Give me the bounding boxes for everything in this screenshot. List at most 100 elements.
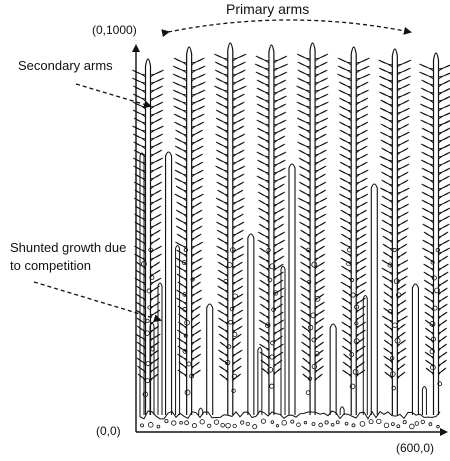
secondary-arm: [274, 216, 284, 223]
secondary-arm: [151, 246, 162, 253]
secondary-arm: [356, 178, 367, 185]
secondary-arm: [297, 102, 310, 109]
secondary-arm: [315, 286, 325, 293]
secondary-arm: [259, 256, 269, 263]
secondary-arm: [192, 130, 203, 137]
secondary-arm: [133, 86, 145, 93]
secondary-arm: [217, 182, 228, 189]
shunted-dendrite: [166, 152, 172, 415]
secondary-arm: [192, 290, 202, 297]
secondary-arm: [216, 102, 228, 109]
secondary-arm: [233, 70, 246, 77]
primary-dendrite-arm: [310, 43, 315, 415]
secondary-arm: [439, 352, 448, 359]
secondary-arm: [315, 118, 328, 125]
secondary-arm: [422, 184, 434, 191]
shunted-growth-label-line2: to competition: [10, 258, 91, 273]
secondary-arm: [439, 288, 448, 295]
secondary-arm: [192, 330, 201, 337]
secondary-arm: [151, 110, 164, 117]
secondary-arm: [257, 176, 269, 183]
secondary-arm: [397, 188, 409, 195]
secondary-arm: [219, 366, 228, 373]
secondary-arm: [384, 300, 393, 307]
secondary-arm: [255, 64, 269, 71]
secondary-arm: [421, 96, 433, 103]
secondary-arm: [219, 358, 228, 365]
shunted-dendrite: [258, 347, 262, 415]
secondary-arm: [216, 94, 228, 101]
base-grain: [377, 419, 382, 424]
secondary-arm: [385, 364, 393, 371]
shunted-dendrite: [289, 164, 295, 415]
secondary-arm: [132, 126, 145, 133]
secondary-arm: [422, 136, 434, 143]
secondary-arm: [439, 312, 448, 319]
secondary-arm: [424, 264, 434, 271]
secondary-arm: [217, 254, 228, 261]
secondary-arm: [274, 64, 288, 71]
base-grain: [180, 421, 183, 424]
secondary-arm: [233, 110, 245, 117]
secondary-arm: [192, 218, 203, 225]
secondary-arm: [233, 350, 242, 357]
secondary-arm: [274, 232, 285, 239]
secondary-arm: [439, 120, 450, 127]
secondary-arm: [339, 106, 351, 113]
base-grain: [148, 422, 153, 427]
secondary-arm: [300, 286, 310, 293]
secondary-arm: [151, 230, 161, 237]
base-grain: [312, 422, 315, 425]
secondary-arm: [315, 374, 322, 381]
secondary-arm: [274, 168, 286, 175]
secondary-arm: [192, 362, 200, 369]
secondary-arm: [151, 262, 160, 269]
secondary-arm: [439, 152, 450, 159]
secondary-arm: [315, 166, 326, 173]
secondary-arm: [356, 170, 368, 177]
secondary-arm: [233, 78, 245, 85]
secondary-arm: [274, 280, 283, 287]
secondary-arm: [315, 126, 327, 133]
secondary-arm: [175, 178, 187, 185]
secondary-arm: [217, 246, 228, 253]
secondary-arm: [439, 160, 450, 167]
secondary-arm: [356, 354, 364, 361]
secondary-arm: [174, 114, 187, 121]
secondary-arm: [151, 222, 162, 229]
secondary-arm: [298, 126, 310, 133]
secondary-arm: [439, 136, 450, 143]
secondary-arm: [173, 74, 187, 81]
secondary-arm: [192, 170, 204, 177]
secondary-arm: [257, 112, 269, 119]
secondary-arm: [315, 174, 325, 181]
secondary-arm: [342, 306, 351, 313]
secondary-arm: [233, 318, 242, 325]
secondary-arm: [214, 86, 227, 93]
secondary-arm: [356, 258, 366, 265]
secondary-arm: [297, 86, 311, 93]
secondary-arm: [397, 340, 405, 347]
secondary-arm: [356, 98, 368, 105]
secondary-arm: [274, 208, 285, 215]
secondary-arm: [301, 262, 311, 269]
base-grain: [319, 423, 323, 427]
secondary-arm: [382, 276, 392, 283]
secondary-arm: [297, 118, 310, 125]
secondary-arm: [439, 72, 450, 79]
secondary-arm: [192, 234, 202, 241]
secondary-arm: [439, 168, 450, 175]
globule: [270, 384, 274, 388]
secondary-arm: [192, 186, 203, 193]
base-grain: [246, 422, 249, 425]
secondary-arm: [217, 126, 228, 133]
secondary-arm: [274, 144, 285, 151]
secondary-arm: [439, 80, 450, 87]
secondary-arm: [233, 230, 244, 237]
secondary-arm: [176, 210, 186, 217]
secondary-arm: [260, 312, 269, 319]
secondary-arm: [257, 168, 269, 175]
secondary-arm: [380, 108, 392, 115]
secondary-arm: [426, 368, 433, 375]
secondary-arm: [342, 370, 351, 377]
